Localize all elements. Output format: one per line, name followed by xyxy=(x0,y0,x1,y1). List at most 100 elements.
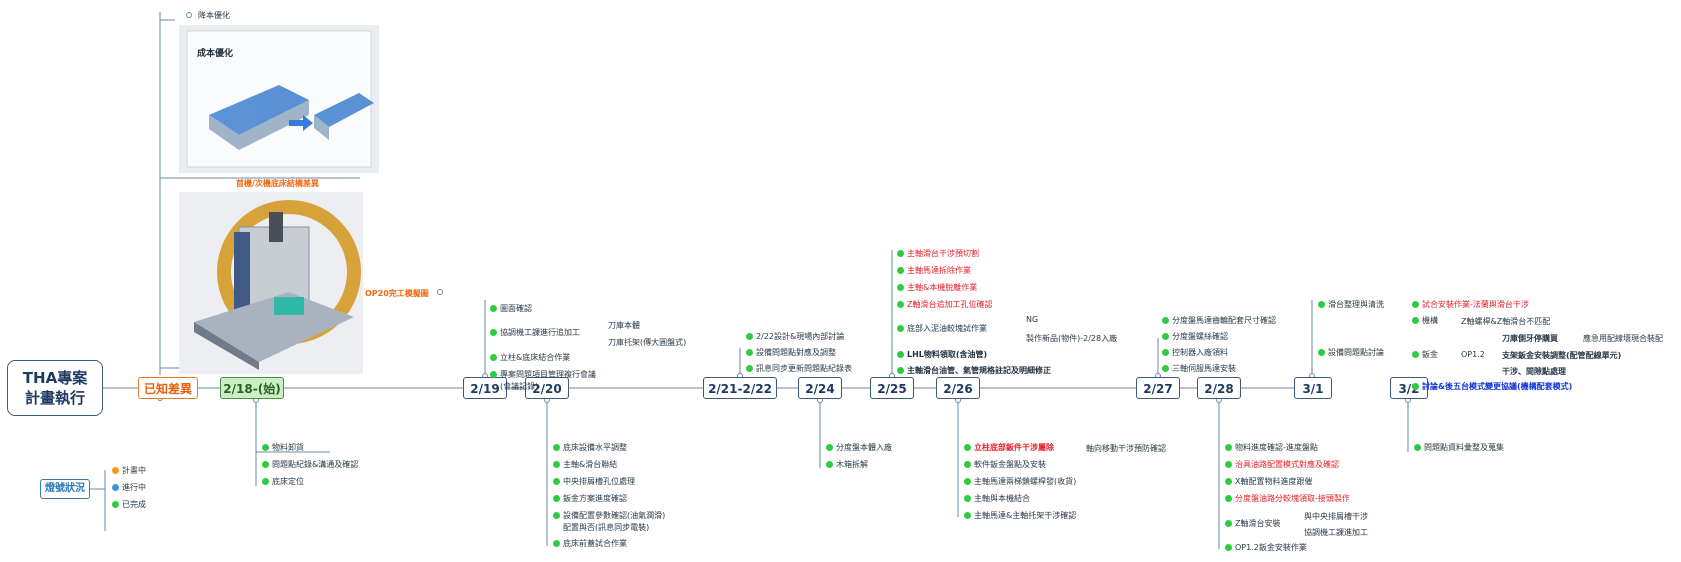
d31-sheet[interactable]: 鈑金 xyxy=(1412,350,1438,360)
d228-item-4[interactable]: 分度盤油路分較塊領取-接頭製作 xyxy=(1225,494,1350,504)
d219-sub-1[interactable]: 刀庫本體 xyxy=(608,321,640,330)
date-node-3-1[interactable]: 3/1 xyxy=(1294,377,1332,399)
op20-photo xyxy=(179,192,363,374)
root-line-1: THA專案 xyxy=(22,369,88,387)
d227-item-4[interactable]: 分度盤馬達齒輪配套尺寸確認 xyxy=(1162,316,1276,326)
d226-item-2[interactable]: 主軸馬達兩梯鎖螺桿發(收貨) xyxy=(964,477,1076,487)
date-node-3-2[interactable]: 3/2 xyxy=(1390,377,1428,399)
status-in-progress-icon xyxy=(112,484,119,491)
d219-item-3[interactable]: 立柱&底床結合作業 xyxy=(490,353,570,363)
d31-interfere[interactable]: 干涉、間隙點處理 xyxy=(1502,367,1566,376)
d228-item-1[interactable]: 物料進度確認-進度盤點 xyxy=(1225,443,1318,453)
d220-item-1[interactable]: 底床設備水平調整 xyxy=(553,443,627,453)
d31-tooth-sub[interactable]: 應急用配線壞現合裝配 xyxy=(1583,334,1663,343)
legend-done: 已完成 xyxy=(112,499,146,510)
d224-item-2[interactable]: 木箱拆解 xyxy=(826,460,868,470)
d225-spindle[interactable]: 主軸滑台油管、氣管規格註記及明細修正 xyxy=(897,366,1051,376)
d32-item-1[interactable]: 問題點資料彙整及蒐集 xyxy=(1414,443,1504,453)
d225-red-2[interactable]: 主軸馬達拆除作業 xyxy=(897,266,971,276)
d31-op12[interactable]: OP1.2 xyxy=(1461,350,1485,359)
status-done-icon xyxy=(897,325,904,332)
status-done-icon xyxy=(1225,520,1232,527)
legend-in-progress: 進行中 xyxy=(112,482,146,493)
d220-item-2[interactable]: 主軸&滑台聯結 xyxy=(553,460,617,470)
d227-item-1[interactable]: 分度盤螺絲確認 xyxy=(1162,332,1228,342)
d225-ng[interactable]: NG xyxy=(1026,315,1039,324)
status-done-icon xyxy=(746,333,753,340)
root-line-2: 計畫執行 xyxy=(24,389,85,407)
d225-red-1[interactable]: 主軸滑台干涉預切割 xyxy=(897,249,979,259)
status-planned-icon xyxy=(112,467,119,474)
status-done-icon xyxy=(964,478,971,485)
d31-machine[interactable]: 機構 xyxy=(1412,316,1438,326)
d220-item-5[interactable]: 設備配置參數確認(油氣潤滑) xyxy=(553,511,665,521)
status-done-icon xyxy=(1318,349,1325,356)
root-topic[interactable]: THA專案 計畫執行 xyxy=(7,360,103,416)
legend-title[interactable]: 燈號狀況 xyxy=(40,479,90,499)
photo1-caption: 首機/次機底床結構差異 xyxy=(236,179,319,188)
d228-item-2[interactable]: 治具油路配置模式對應及確認 xyxy=(1225,460,1339,470)
d31-trial[interactable]: 試合安裝作業-法蘭與滑台干涉 xyxy=(1412,300,1529,310)
d31-clean[interactable]: 滑台整理與清洗 xyxy=(1318,300,1384,310)
d31-z-issue[interactable]: Z軸螺桿&Z軸滑台不匹配 xyxy=(1461,317,1551,326)
d225-lhl[interactable]: LHL物料領取(含油管) xyxy=(897,350,987,360)
d226-item-3[interactable]: 主軸與本機結合 xyxy=(964,494,1030,504)
d219-item-4[interactable]: 專案問題項目管理複行會議 xyxy=(490,370,596,380)
d225-base[interactable]: 底部入泥油較塊試作業 xyxy=(897,324,987,334)
status-done-icon xyxy=(1412,351,1419,358)
cost-opt-label[interactable]: 降本優化 xyxy=(198,11,230,20)
date-node-2-26[interactable]: 2/26 xyxy=(936,377,980,399)
d228-item-3[interactable]: X軸配置物料進度跟催 xyxy=(1225,477,1312,487)
known-diff-node[interactable]: 已知差異 xyxy=(138,377,198,399)
d31-tooth[interactable]: 刀庫側牙停購買 xyxy=(1502,334,1558,343)
d228-zslide[interactable]: Z軸滑台安裝 xyxy=(1225,519,1280,529)
d225-red-4[interactable]: Z軸滑台追加工孔位確認 xyxy=(897,300,992,310)
d225-red-3[interactable]: 主軸&本機脫離作業 xyxy=(897,283,977,293)
date-node-2-21-2-22[interactable]: 2/21-2/22 xyxy=(703,377,777,399)
d220-item-4[interactable]: 鈑金方案進度確認 xyxy=(553,494,627,504)
d2122-item-1[interactable]: 設備問題點對應及調整 xyxy=(746,348,836,358)
d2122-item-3[interactable]: 2/22設計&現場內部討論 xyxy=(746,332,844,342)
d218-item-1[interactable]: 物料卸貨 xyxy=(262,443,304,453)
d226-item-4[interactable]: 主軸馬達&主軸托架干涉確認 xyxy=(964,511,1076,521)
d225-new-part[interactable]: 製作新品(物件)-2/28入廠 xyxy=(1026,334,1118,343)
d228-op12[interactable]: OP1.2鈑金安裝作業 xyxy=(1225,543,1307,553)
d228-zsub-2[interactable]: 協調機工課進加工 xyxy=(1304,528,1368,537)
d31-discuss[interactable]: 討論&後五台模式變更協議(機構配套模式) xyxy=(1412,382,1572,392)
d218-item-2[interactable]: 問題點紀錄&溝通及確認 xyxy=(262,460,358,470)
d31-issue[interactable]: 設備問題點討論 xyxy=(1318,348,1384,358)
date-node-2-24[interactable]: 2/24 xyxy=(798,377,842,399)
status-done-icon xyxy=(490,371,497,378)
status-done-icon xyxy=(1162,317,1169,324)
d226-first-sub[interactable]: 軸向移動干涉預防確認 xyxy=(1086,444,1166,453)
d226-first[interactable]: 立柱底部鈑件干涉屬除 xyxy=(964,443,1054,453)
d220-item-6[interactable]: 底床前蓋試合作業 xyxy=(553,539,627,549)
d227-item-2[interactable]: 控制器入廠領料 xyxy=(1162,348,1228,358)
d219-sub-2[interactable]: 刀庫托架(傳大圓盤式) xyxy=(608,338,687,347)
d31-bracket[interactable]: 支架鈑金安裝調整(配管配線單元) xyxy=(1502,351,1622,360)
d226-item-1[interactable]: 軟件鈑金盤點及安裝 xyxy=(964,460,1046,470)
date-node-2-19[interactable]: 2/19 xyxy=(463,377,507,399)
op20-photo-drawing xyxy=(179,192,363,374)
date-node-2-27[interactable]: 2/27 xyxy=(1136,377,1180,399)
d2122-item-2[interactable]: 訊息同步更新問題點紀錄表 xyxy=(746,364,852,374)
status-done-icon xyxy=(897,284,904,291)
status-done-icon xyxy=(897,301,904,308)
d224-item-1[interactable]: 分度盤本體入廠 xyxy=(826,443,892,453)
date-node-2-20[interactable]: 2/20 xyxy=(525,377,569,399)
d227-item-3[interactable]: 三軸伺服馬達安裝 xyxy=(1162,364,1236,374)
date-node-2-28[interactable]: 2/28 xyxy=(1197,377,1241,399)
d219-item-1[interactable]: 圖面確認 xyxy=(490,304,532,314)
d228-zsub-1[interactable]: 與中央排屑槽干涉 xyxy=(1304,512,1368,521)
status-done-icon xyxy=(897,267,904,274)
d220-item-3[interactable]: 中央排屑槽孔位處理 xyxy=(553,477,635,487)
d218-item-3[interactable]: 底床定位 xyxy=(262,477,304,487)
status-done-icon xyxy=(1225,495,1232,502)
date-node-2-25[interactable]: 2/25 xyxy=(870,377,914,399)
d219-item-2[interactable]: 協調機工課進行追加工 xyxy=(490,328,580,338)
photo1-title: 成本優化 xyxy=(197,49,234,59)
status-done-icon xyxy=(553,478,560,485)
op20-caption[interactable]: OP20完工模擬圖 xyxy=(365,289,429,298)
status-done-icon xyxy=(826,461,833,468)
date-node-2-18[interactable]: 2/18-(始) xyxy=(220,377,284,399)
